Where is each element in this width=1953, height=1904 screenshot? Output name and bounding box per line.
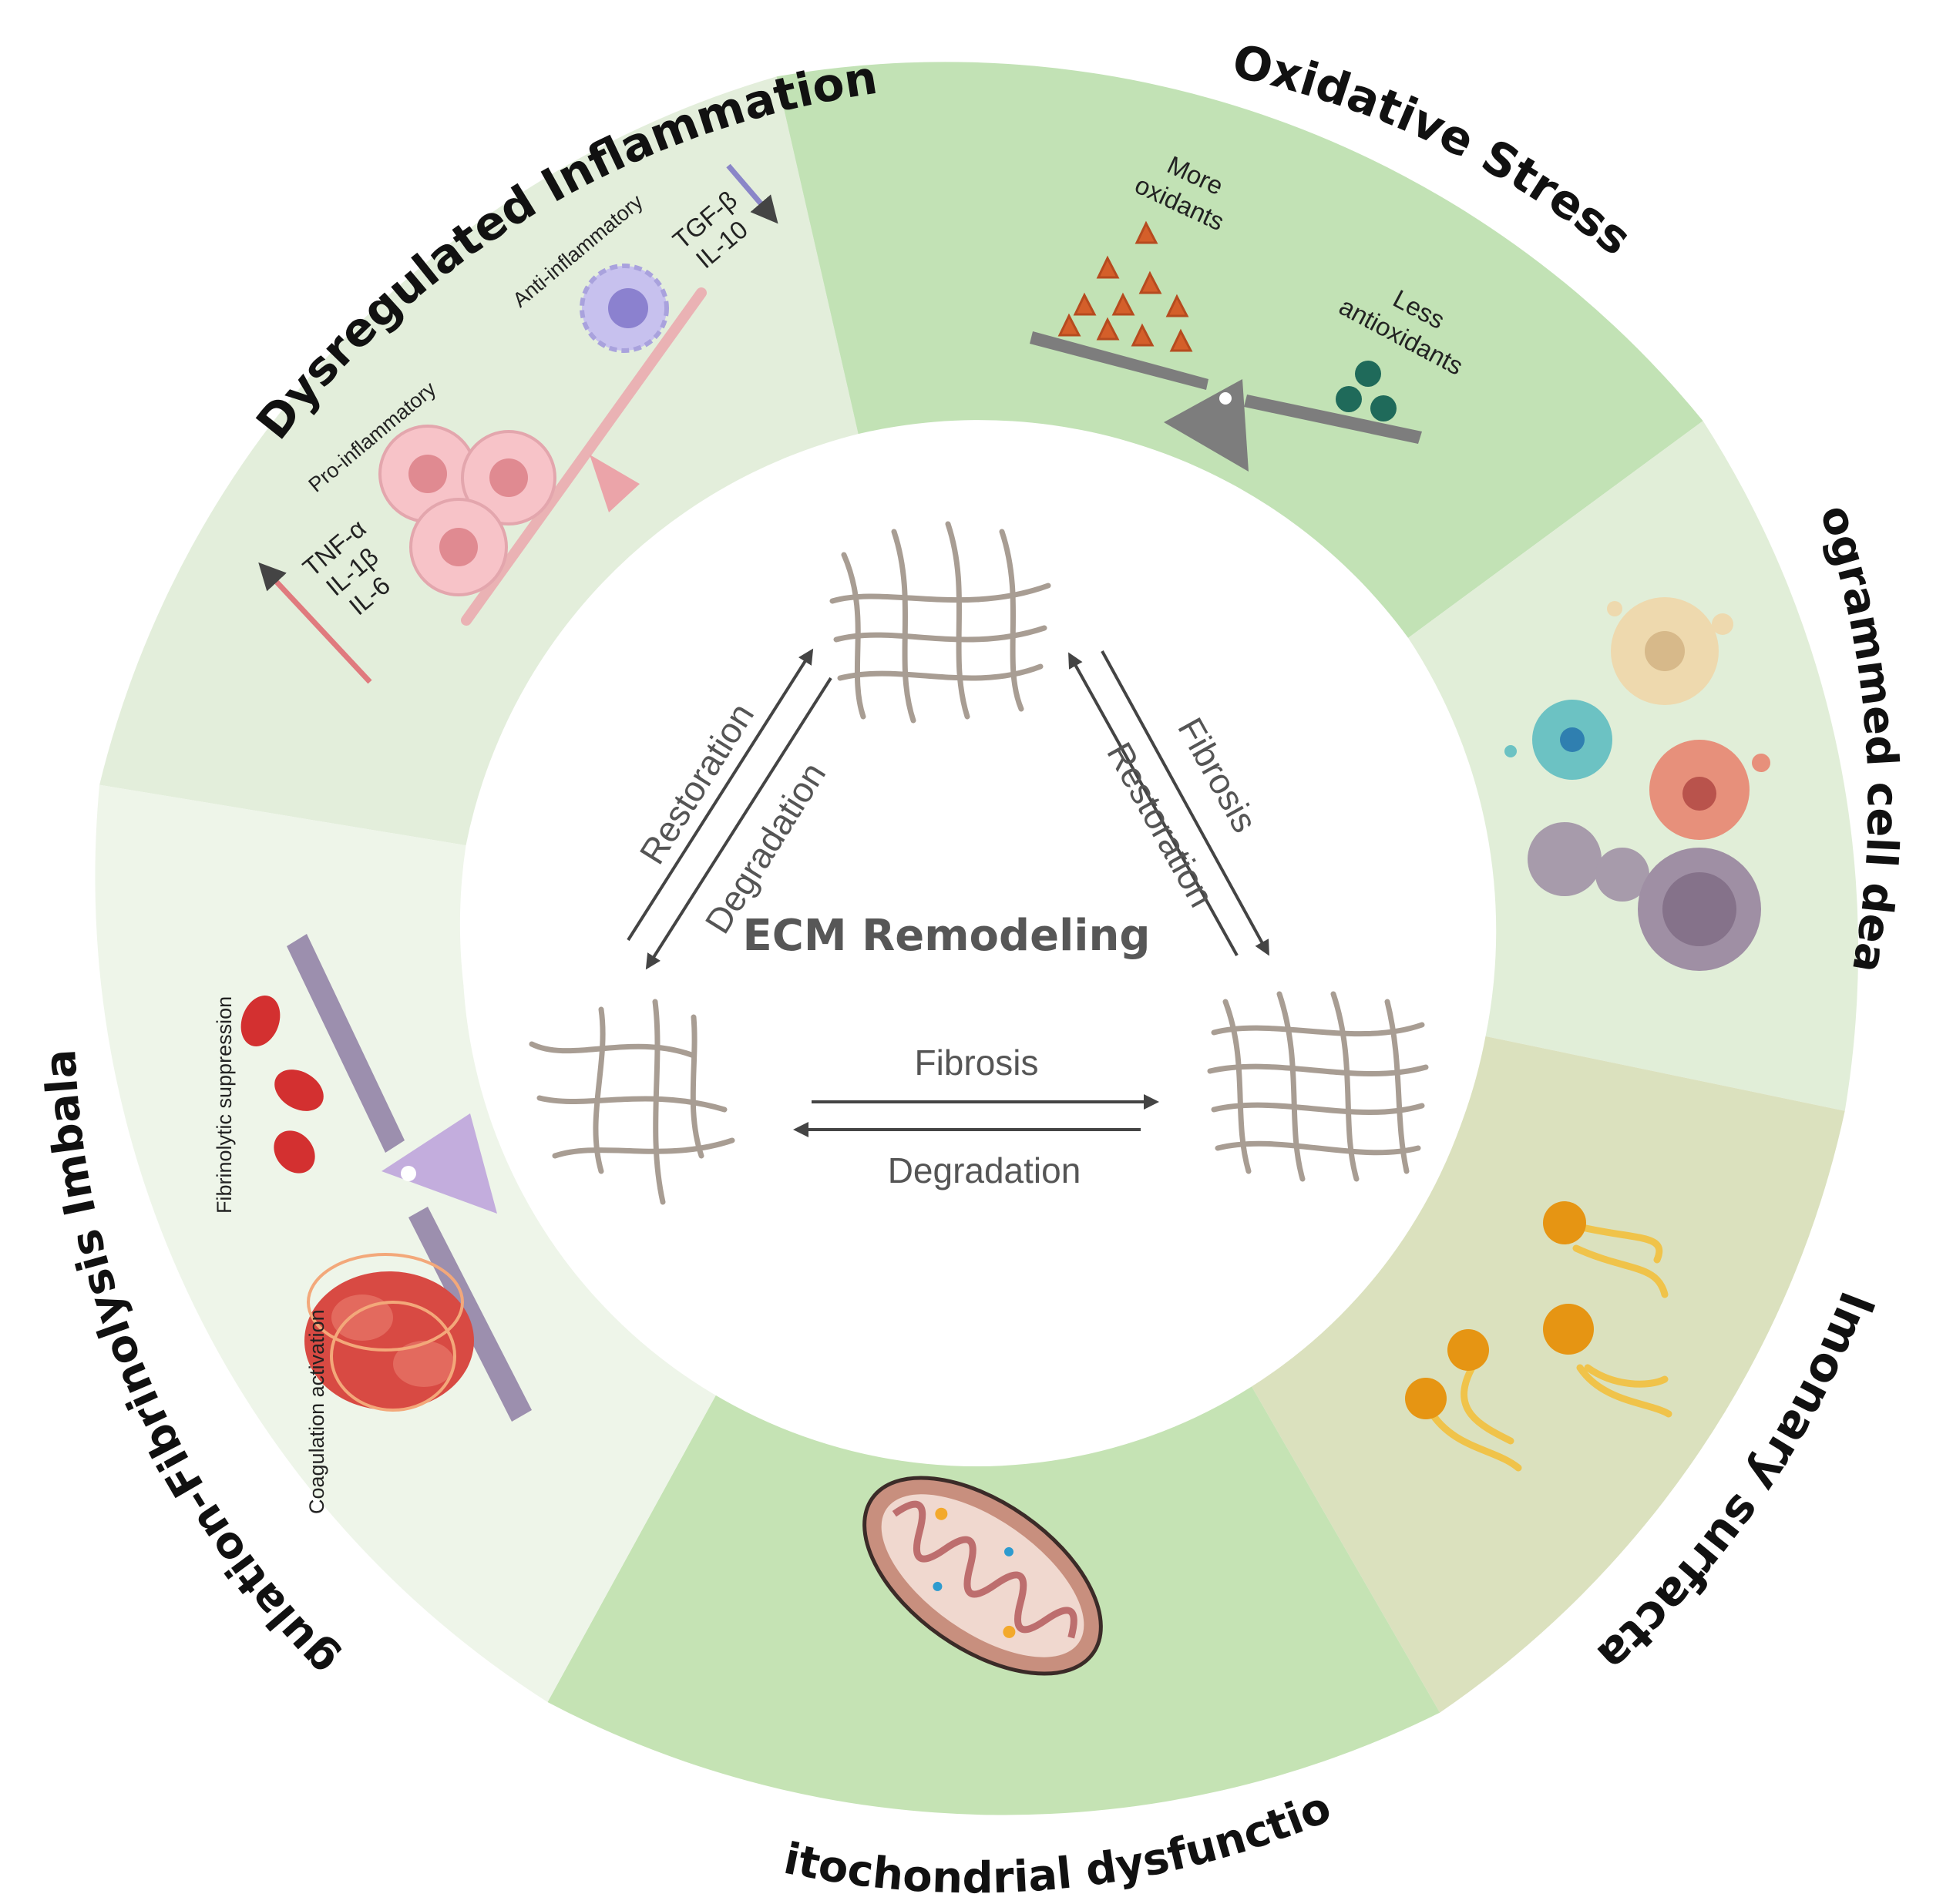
segment-pulmonary-surfactant	[1250, 1036, 1845, 1713]
oxidative-seesaw-left-beam	[1030, 331, 1208, 390]
coagulation-seesaw-lower-beam	[408, 1207, 532, 1422]
blood-clot	[304, 1253, 474, 1412]
ecm-mesh-left	[529, 999, 735, 1205]
ring-segments	[95, 62, 1859, 1815]
coagulation-fulcrum	[382, 1113, 497, 1214]
oxidative-seesaw-right-beam	[1244, 395, 1422, 444]
anti-inflammatory-cell	[580, 264, 669, 353]
arrow-restoration-left	[627, 648, 814, 942]
ecm-mesh-right	[1207, 991, 1429, 1182]
segment-oxidative-stress	[776, 62, 1703, 638]
arrow-fibrosis-right	[1101, 650, 1269, 956]
coagulation-activation-label: Coagulation activation	[305, 1309, 328, 1514]
mitochondrion-icon	[862, 1476, 1103, 1676]
inflammation-seesaw-beam	[461, 287, 707, 626]
surfactant-illustration	[1426, 1221, 1672, 1472]
inner-white-disc	[462, 438, 1491, 1466]
cell-death-illustration	[1504, 597, 1770, 971]
ecm-arrows	[627, 648, 1269, 1137]
surfactant-heads	[1405, 1201, 1594, 1419]
oxidant-triangles	[1057, 220, 1193, 352]
ecm-mesh-top	[829, 521, 1051, 724]
arrow-restoration-right	[1068, 652, 1239, 956]
pro-cytokines-up-arrow-icon	[258, 562, 372, 684]
coagulation-seesaw-upper-beam	[287, 934, 405, 1153]
anti-cytokines-down-arrow-icon	[726, 163, 778, 224]
fibrinolytic-suppression-label: Fibrinolytic suppression	[213, 996, 236, 1214]
pro-inflammatory-cells	[378, 425, 556, 596]
center-title: ECM Remodeling	[743, 911, 1151, 961]
inflammation-fulcrum	[590, 455, 640, 512]
red-blood-cells	[240, 996, 324, 1174]
coagulation-illustration: Fibrinolytic suppression Coagulation act…	[213, 934, 532, 1514]
arrow-degradation-left	[645, 677, 832, 970]
antioxidant-spheres	[1336, 361, 1397, 421]
label-degradation-bottom: Degradation	[888, 1150, 1081, 1190]
label-fibrosis-bottom: Fibrosis	[914, 1043, 1038, 1083]
